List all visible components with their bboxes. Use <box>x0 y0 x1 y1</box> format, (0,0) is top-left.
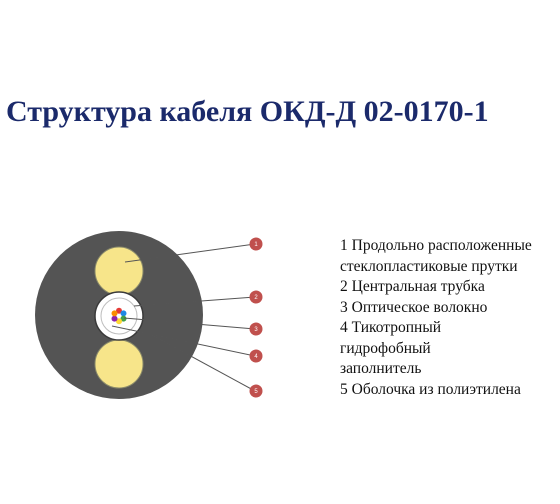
legend-line: заполнитель <box>340 360 422 377</box>
callout-marker-1: 1 <box>249 237 263 251</box>
legend-line: 1 Продольно расположенные <box>340 237 532 254</box>
callout-marker-5: 5 <box>249 384 263 398</box>
glass-fiber-rod-lower <box>94 339 144 389</box>
legend: 1 Продольно расположенные стеклопластико… <box>340 236 532 400</box>
legend-line: стеклопластиковые прутки <box>340 257 518 275</box>
optical-fiber <box>111 310 118 317</box>
optical-fiber <box>116 318 122 325</box>
optical-fiber <box>116 307 122 314</box>
leader-line-3 <box>123 317 256 330</box>
callout-number-5: 5 <box>254 389 258 395</box>
leader-line-5 <box>151 334 256 392</box>
glass-fiber-rod-upper <box>94 246 144 296</box>
callout-number-4: 4 <box>254 354 258 360</box>
legend-line: 3 Оптическое волокно <box>340 298 488 316</box>
leader-line-2 <box>133 296 256 307</box>
callout-marker-3: 3 <box>249 322 263 336</box>
optical-fiber <box>120 315 127 322</box>
callout-marker-4: 4 <box>249 349 263 363</box>
callout-marker-2: 2 <box>249 290 263 304</box>
optical-fibers <box>111 307 127 325</box>
legend-line: 5 Оболочка из полиэтилена <box>340 380 521 398</box>
legend-line: гидрофобный <box>340 339 431 357</box>
callout-number-1: 1 <box>254 242 258 248</box>
leader-line-4 <box>111 325 256 357</box>
tube-inner-wall <box>100 297 138 335</box>
callout-number-3: 3 <box>254 327 258 333</box>
callout-number-2: 2 <box>254 295 258 301</box>
legend-line: 4 Тикотропный <box>340 319 442 336</box>
optical-fiber <box>111 315 118 322</box>
legend-line: 2 Центральная трубка <box>340 278 485 295</box>
page-title: Структура кабеля ОКД-Д 02-0170-1 <box>6 95 489 128</box>
optical-fiber <box>120 310 127 317</box>
leader-line-1 <box>124 243 256 263</box>
